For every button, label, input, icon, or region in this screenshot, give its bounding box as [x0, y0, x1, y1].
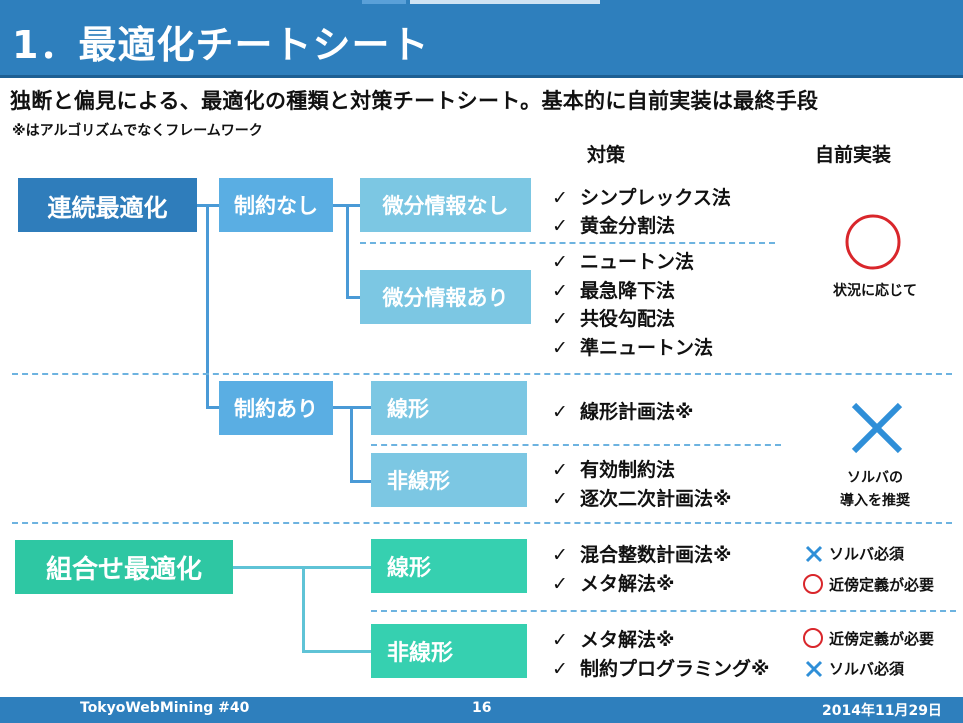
list-item: ✓混合整数計画法※ [552, 544, 732, 566]
title-bar [0, 0, 963, 78]
node-no-gradient: 微分情報なし [360, 178, 531, 232]
branch-unconstrained: 制約なし [219, 178, 333, 232]
check-icon: ✓ [552, 488, 568, 510]
note-row: ソルバ必須 [803, 658, 904, 679]
node-with-gradient-label: 微分情報あり [382, 286, 509, 310]
list-item: ✓メタ解法※ [552, 573, 675, 595]
title-accent-left [362, 0, 406, 4]
list-item: ✓共役勾配法 [552, 308, 676, 330]
check-icon: ✓ [552, 215, 568, 237]
note-text: ソルバ必須 [829, 660, 905, 678]
self-impl-note-unconstrained: 状況に応じて [833, 283, 917, 299]
connector [302, 650, 371, 653]
footer-bar [0, 697, 963, 723]
list-item: ✓有効制約法 [552, 459, 676, 481]
list-item: ✓ニュートン法 [552, 251, 695, 273]
category-combinatorial-label: 組合せ最適化 [45, 554, 202, 585]
list-item: ✓制約プログラミング※ [552, 658, 770, 680]
circle-icon [803, 574, 823, 594]
connector [346, 296, 361, 299]
footer-event: TokyoWebMining #40 [80, 700, 250, 716]
check-icon: ✓ [552, 629, 568, 651]
circle-icon [845, 214, 901, 270]
note-text: 近傍定義が必要 [829, 575, 935, 594]
category-combinatorial: 組合せ最適化 [15, 540, 233, 594]
circle-icon [803, 628, 823, 648]
branch-unconstrained-label: 制約なし [234, 194, 318, 218]
list-item: ✓メタ解法※ [552, 629, 675, 651]
divider [360, 242, 775, 244]
branch-constrained: 制約あり [219, 381, 333, 435]
node-combinatorial-nonlinear: 非線形 [371, 624, 527, 678]
check-icon: ✓ [552, 401, 568, 423]
list-item: ✓逐次二次計画法※ [552, 488, 732, 510]
check-icon: ✓ [552, 280, 568, 302]
subtitle: 独断と偏見による、最適化の種類と対策チートシート。基本的に自前実装は最終手段 [10, 89, 819, 113]
column-header-measures: 対策 [587, 144, 626, 166]
divider [371, 610, 956, 612]
title-accent-right [410, 0, 600, 4]
connector [350, 406, 353, 482]
column-header-self-impl: 自前実装 [815, 144, 892, 166]
note-row: ソルバ必須 [803, 543, 904, 564]
note-row: 近傍定義が必要 [801, 573, 934, 595]
node-combinatorial-linear-label: 線形 [387, 556, 432, 581]
note-text: ソルバ必須 [829, 545, 905, 563]
category-continuous-label: 連続最適化 [47, 193, 168, 222]
check-icon: ✓ [552, 459, 568, 481]
page-title: 1．最適化チートシート [12, 23, 430, 67]
check-icon: ✓ [552, 251, 568, 273]
list-item: ✓線形計画法※ [552, 401, 694, 423]
self-impl-note-line1: ソルバの [847, 470, 903, 486]
branch-constrained-label: 制約あり [234, 397, 318, 421]
node-combinatorial-nonlinear-label: 非線形 [387, 641, 454, 666]
connector [346, 204, 349, 298]
note-row: 近傍定義が必要 [801, 627, 934, 649]
cross-icon [805, 660, 823, 677]
framework-note: ※はアルゴリズムでなくフレームワーク [12, 123, 263, 139]
list-item: ✓最急降下法 [552, 280, 676, 302]
check-icon: ✓ [552, 187, 568, 209]
node-constrained-linear: 線形 [371, 381, 527, 435]
check-icon: ✓ [552, 658, 568, 680]
divider [12, 373, 952, 375]
list-item: ✓黄金分割法 [552, 215, 676, 237]
self-impl-note-constrained: ソルバの 導入を推奨 [820, 467, 930, 513]
list-item: ✓準ニュートン法 [552, 337, 714, 359]
cross-icon [805, 545, 823, 562]
node-combinatorial-linear: 線形 [371, 539, 527, 593]
check-icon: ✓ [552, 308, 568, 330]
node-constrained-linear-label: 線形 [387, 397, 429, 421]
footer-date: 2014年11月29日 [822, 703, 942, 719]
self-impl-note-line2: 導入を推奨 [840, 493, 910, 509]
note-text: 近傍定義が必要 [829, 629, 935, 648]
check-icon: ✓ [552, 337, 568, 359]
cross-icon [851, 402, 903, 454]
node-constrained-nonlinear: 非線形 [371, 453, 527, 507]
footer-page-number: 16 [472, 700, 492, 716]
node-no-gradient-label: 微分情報なし [382, 194, 509, 218]
check-icon: ✓ [552, 573, 568, 595]
divider [12, 522, 952, 524]
check-icon: ✓ [552, 544, 568, 566]
connector [206, 406, 220, 409]
connector [206, 204, 209, 408]
node-with-gradient: 微分情報あり [360, 270, 531, 324]
connector [350, 480, 371, 483]
divider [371, 444, 781, 446]
node-constrained-nonlinear-label: 非線形 [387, 469, 450, 493]
list-item: ✓シンプレックス法 [552, 187, 731, 209]
category-continuous: 連続最適化 [18, 178, 197, 232]
connector [302, 566, 305, 652]
